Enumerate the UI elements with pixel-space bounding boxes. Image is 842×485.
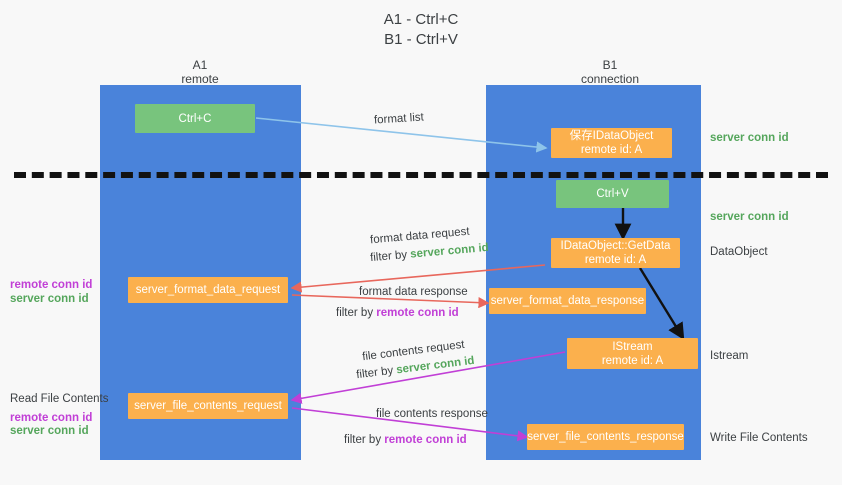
edge-label-file-contents-response-filter: filter by remote conn id — [344, 433, 467, 448]
label-write-file-contents: Write File Contents — [710, 432, 808, 444]
column-header-right: B1 connection — [510, 58, 710, 86]
box-idataobject-getdata[interactable]: IDataObject::GetData remote id: A — [551, 238, 680, 268]
box-getdata-line2: remote id: A — [584, 254, 647, 266]
column-right-role: connection — [580, 72, 640, 86]
filter-prefix-2: filter by — [336, 307, 377, 319]
label-server-conn-id-mid: server conn id — [710, 211, 789, 223]
box-getdata-line1: IDataObject::GetData — [560, 240, 671, 252]
edge-label-file-contents-response: file contents response — [376, 408, 488, 420]
box-istream[interactable]: IStream remote id: A — [567, 338, 698, 369]
box-ctrl-c-label: Ctrl+C — [178, 112, 212, 125]
box-server-format-data-request[interactable]: server_format_data_request — [128, 277, 288, 303]
column-left-role: remote — [181, 72, 219, 86]
filter-prefix-4: filter by — [344, 434, 385, 446]
box-istream-line1: IStream — [612, 340, 653, 353]
box-ctrl-c[interactable]: Ctrl+C — [135, 104, 255, 133]
label-server-conn-id-2: server conn id — [10, 425, 89, 437]
box-save-idataobject-line2: remote id: A — [580, 144, 643, 156]
box-server-file-contents-request-label: server_file_contents_request — [134, 400, 282, 412]
column-right-name: B1 — [602, 58, 618, 72]
column-header-left: A1 remote — [100, 58, 300, 86]
edge-label-format-list: format list — [373, 111, 425, 127]
box-server-file-contents-response[interactable]: server_file_contents_response — [527, 424, 684, 450]
title-line-1: A1 - Ctrl+C — [383, 11, 459, 28]
label-istream: Istream — [710, 350, 749, 362]
box-server-format-data-request-label: server_format_data_request — [135, 284, 281, 296]
box-istream-line2: remote id: A — [601, 354, 664, 367]
page-title: A1 - Ctrl+C B1 - Ctrl+V — [0, 10, 842, 50]
filter-prefix-1: filter by — [369, 248, 411, 265]
box-server-format-data-response-label: server_format_data_response — [490, 295, 645, 307]
label-dataobject: DataObject — [710, 246, 768, 258]
box-ctrl-v[interactable]: Ctrl+V — [556, 180, 669, 208]
box-server-file-contents-request[interactable]: server_file_contents_request — [128, 393, 288, 419]
box-save-idataobject-line1: 保存IDataObject — [569, 130, 654, 142]
edge-label-format-data-response-filter: filter by remote conn id — [336, 306, 459, 321]
filter-prefix-3: filter by — [355, 364, 398, 382]
title-line-2: B1 - Ctrl+V — [384, 31, 458, 48]
column-left-name: A1 — [192, 58, 208, 72]
box-ctrl-v-label: Ctrl+V — [596, 188, 629, 200]
box-server-format-data-response[interactable]: server_format_data_response — [489, 288, 646, 314]
box-server-file-contents-response-label: server_file_contents_response — [527, 431, 684, 443]
edge-label-format-data-response: format data response — [359, 286, 468, 298]
filter-value-1: server conn id — [409, 241, 490, 261]
label-remote-conn-id-2: remote conn id — [10, 412, 93, 424]
label-remote-conn-id-1: remote conn id — [10, 279, 93, 291]
box-save-idataobject[interactable]: 保存IDataObject remote id: A — [551, 128, 672, 158]
label-read-file-contents: Read File Contents — [10, 393, 109, 405]
filter-value-4: remote conn id — [384, 434, 467, 446]
label-server-conn-id-top: server conn id — [710, 132, 789, 144]
label-server-conn-id-1: server conn id — [10, 293, 89, 305]
filter-value-2: remote conn id — [376, 307, 459, 319]
boundary-dashed-line — [14, 172, 828, 178]
